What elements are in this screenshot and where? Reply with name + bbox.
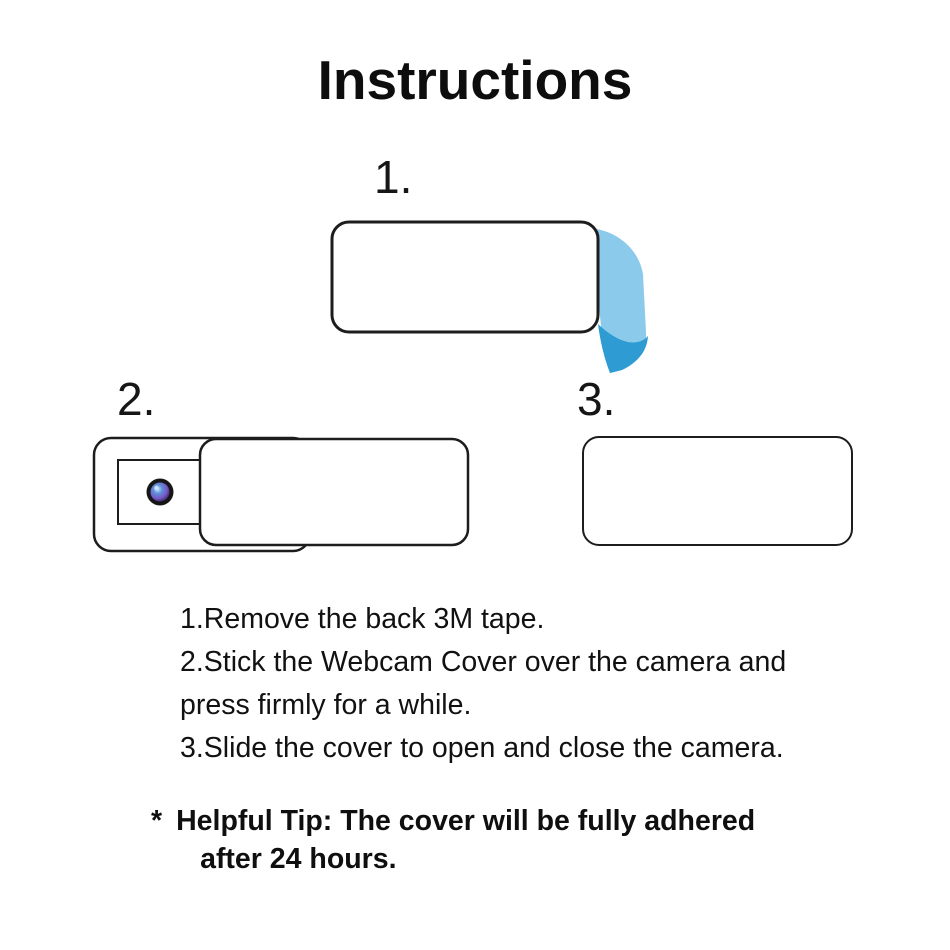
helpful-tip: * Helpful Tip: The cover will be fully a… <box>151 802 755 878</box>
tape-curl-dark-part <box>598 324 648 373</box>
instruction-line-3: press firmly for a while. <box>180 689 472 721</box>
instruction-line-1: 1.Remove the back 3M tape. <box>180 603 545 635</box>
tape-peel-icon <box>597 229 648 373</box>
step3-figure <box>582 436 853 546</box>
step2-figure <box>92 436 470 553</box>
page-title: Instructions <box>317 49 633 111</box>
cover-body-outline <box>330 220 600 334</box>
step1-figure <box>330 220 648 373</box>
cover-slider-outline <box>198 437 470 547</box>
camera-lens-icon <box>146 478 174 506</box>
tip-line-2: after 24 hours. <box>200 843 397 875</box>
step1-number: 1. <box>374 151 413 203</box>
camera-window <box>117 459 201 525</box>
asterisk-bullet: * <box>151 805 163 837</box>
tip-text: Helpful Tip: The cover will be fully adh… <box>176 802 755 878</box>
closed-cover-outline <box>582 436 853 546</box>
instruction-line-2: 2.Stick the Webcam Cover over the camera… <box>180 646 787 678</box>
instruction-line-4: 3.Slide the cover to open and close the … <box>180 732 784 764</box>
step3-number: 3. <box>577 373 616 425</box>
step2-number: 2. <box>117 373 156 425</box>
instruction-text-block: 1.Remove the back 3M tape. 2.Stick the W… <box>180 598 786 770</box>
tip-line-1: Helpful Tip: The cover will be fully adh… <box>176 805 756 837</box>
